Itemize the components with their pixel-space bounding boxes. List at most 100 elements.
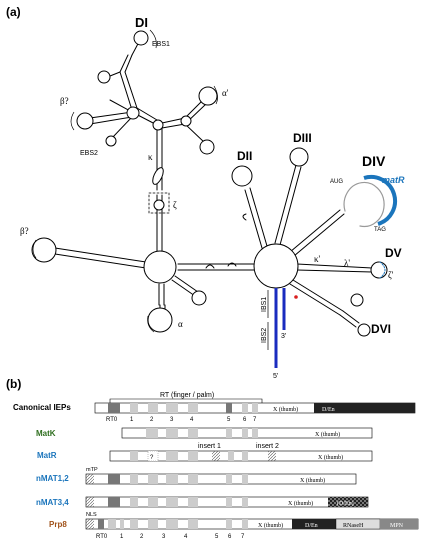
tick-top-2: 2 <box>150 417 154 423</box>
lambda-prime-label: λ' <box>344 258 350 268</box>
di-junction-small <box>152 119 164 131</box>
beta-loop-top <box>76 112 94 130</box>
rnaseh-label: RNaseH <box>343 523 364 529</box>
domain-label-dv: DV <box>385 246 402 260</box>
zeta-prime-label: ζ' <box>388 270 394 280</box>
diii-loop <box>289 147 309 167</box>
tick-top-4: 4 <box>190 417 194 423</box>
core-stems <box>54 39 373 328</box>
row-nmat12: nMAT1,2 mTP X (thumb) <box>36 467 357 485</box>
di-right-junction <box>180 115 192 127</box>
tick-bottom-6: 6 <box>228 534 232 540</box>
tick-top-1: 1 <box>130 417 134 423</box>
dv-loop <box>370 261 388 279</box>
x-thumb-label-2: X (thumb) <box>315 431 340 438</box>
matr-arc <box>363 174 398 226</box>
ticks-bottom: RT0 1 2 3 4 5 6 7 <box>96 534 245 540</box>
rotation-arrows <box>32 29 218 333</box>
protein-name-canonical: Canonical IEPs <box>13 403 71 412</box>
central-loop-right <box>253 243 299 289</box>
matr-gene-label: matR <box>382 175 405 185</box>
kappa-bulge <box>152 167 164 185</box>
mpn-label: MPN <box>390 523 404 529</box>
insert2-label: insert 2 <box>256 443 279 450</box>
tag-label: TAG <box>374 227 386 233</box>
di-left-upper-loop <box>97 70 111 84</box>
den-label-1: D/En <box>322 407 335 413</box>
five-prime-label: 5' <box>273 373 278 380</box>
beta-label-top: β? <box>60 96 69 106</box>
three-prime-label: 3' <box>281 333 286 340</box>
tick-bottom-2: 2 <box>140 534 144 540</box>
tick-top-3: 3 <box>170 417 174 423</box>
nls-label: NLS <box>86 512 97 518</box>
row-nmat34: nMAT3,4 X (thumb) (D/En) <box>36 496 369 508</box>
tick-bottom-5: 5 <box>215 534 219 540</box>
dvi-side-loop <box>350 293 364 307</box>
domain-label-dvi: DVI <box>371 322 391 336</box>
panel-a-label: (a) <box>6 5 21 19</box>
alpha-prime-loop <box>198 86 218 106</box>
alpha-prime-label: α' <box>222 88 229 98</box>
beta-label-left: β? <box>20 226 29 236</box>
row-matk: MatK X (thumb) <box>36 427 373 439</box>
panel-b-label: (b) <box>6 377 21 391</box>
tick-bottom-3: 3 <box>162 534 166 540</box>
small-loop-bottom <box>191 290 207 306</box>
alpha-loop <box>147 307 173 333</box>
dii-loop <box>231 165 253 187</box>
zeta-loop <box>153 199 165 211</box>
den-label-2: D/En <box>305 523 318 529</box>
central-loop-left <box>143 250 177 284</box>
kappa-label: κ <box>148 152 153 162</box>
protein-name-prp8: Prp8 <box>49 520 67 529</box>
ibs1-label: IBS1 <box>261 297 268 312</box>
mtp-label: mTP <box>86 467 98 473</box>
domain-label-dii: DII <box>237 149 252 163</box>
tick-bottom-rt0: RT0 <box>96 534 108 540</box>
red-dot-marker <box>294 295 298 299</box>
x-thumb-label-6: X (thumb) <box>258 522 283 529</box>
aug-label: AUG <box>330 179 343 185</box>
ebs1-label: EBS1 <box>152 41 170 48</box>
tick-bottom-7: 7 <box>241 534 245 540</box>
den-paren-label: (D/En) <box>337 500 354 507</box>
di-junction-loop <box>126 106 140 120</box>
tick-top-5: 5 <box>227 417 231 423</box>
tick-top-rt0: RT0 <box>106 417 118 423</box>
protein-name-matr: MatR <box>37 451 57 460</box>
x-thumb-label-1: X (thumb) <box>273 406 298 413</box>
loops <box>31 30 388 337</box>
ibs-strands <box>274 288 286 368</box>
alpha-label: α <box>178 319 183 329</box>
ebs2-loop <box>105 135 117 147</box>
protein-name-nmat12: nMAT1,2 <box>36 474 69 483</box>
rna-secondary-structure <box>31 30 388 337</box>
row-canonical-ieps: Canonical IEPs X (thumb) D/En <box>13 402 416 414</box>
insert1-label: insert 1 <box>198 443 221 450</box>
tick-top-7: 7 <box>253 417 257 423</box>
zeta-box <box>148 192 170 214</box>
zeta-label: ζ <box>173 200 177 210</box>
x-thumb-label-3: X (thumb) <box>318 454 343 461</box>
ticks-top: RT0 1 2 3 4 5 6 7 <box>106 417 257 423</box>
row-prp8: Prp8 NLS X (thumb) D/En RNaseH MPN <box>49 512 419 530</box>
di-right-lower-loop <box>199 139 215 155</box>
rt-header: RT (finger / palm) <box>109 392 263 403</box>
dvi-loop <box>357 323 371 337</box>
question-mark-1: ? <box>150 455 154 461</box>
kappa-prime-label: κ' <box>314 254 321 264</box>
rt-header-label: RT (finger / palm) <box>160 392 214 399</box>
tick-bottom-4: 4 <box>184 534 188 540</box>
div-loop <box>343 181 385 228</box>
beta-loop-left <box>31 237 57 263</box>
di-top-loop <box>133 30 149 46</box>
tick-bottom-1: 1 <box>120 534 124 540</box>
domain-label-di: DI <box>135 15 148 30</box>
protein-name-matk: MatK <box>36 429 56 438</box>
ebs2-label: EBS2 <box>80 150 98 157</box>
tick-top-6: 6 <box>243 417 247 423</box>
ibs2-label: IBS2 <box>261 328 268 343</box>
domain-label-div: DIV <box>362 153 386 169</box>
